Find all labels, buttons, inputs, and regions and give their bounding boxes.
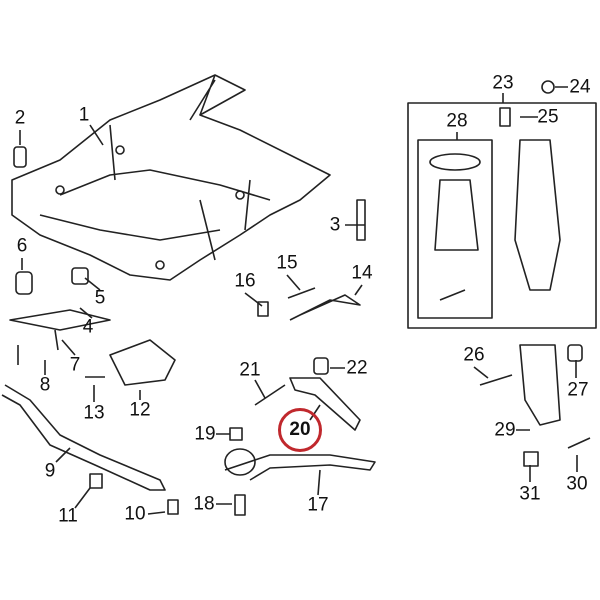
front-subframe [11, 74, 331, 281]
part-label-25: 25 [537, 106, 559, 128]
part-label-19: 19 [194, 423, 216, 445]
part-label-23: 23 [492, 72, 514, 94]
part-label-27: 27 [567, 379, 589, 401]
part-label-21: 21 [239, 359, 261, 381]
part-label-22: 22 [346, 357, 368, 379]
part-label-5: 5 [94, 287, 106, 309]
part-label-30: 30 [566, 473, 588, 495]
part-label-10: 10 [124, 503, 146, 525]
part-label-3: 3 [329, 214, 341, 236]
part-label-14: 14 [351, 262, 373, 284]
part-label-17: 17 [307, 494, 329, 516]
part-label-15: 15 [276, 252, 298, 274]
part-label-7: 7 [69, 354, 81, 376]
part-label-26: 26 [463, 344, 485, 366]
part-label-29: 29 [494, 419, 516, 441]
part-label-31: 31 [519, 483, 541, 505]
part-label-11: 11 [58, 505, 78, 527]
part-label-6: 6 [16, 235, 28, 257]
part-label-9: 9 [44, 460, 56, 482]
part-label-2: 2 [14, 107, 26, 129]
part-label-4: 4 [82, 316, 94, 338]
part-label-12: 12 [129, 399, 151, 421]
part-label-28: 28 [446, 110, 468, 132]
part-label-24: 24 [569, 76, 591, 98]
highlighted-part-20[interactable]: 20 [278, 408, 322, 452]
part-label-13: 13 [83, 402, 105, 424]
parts [1, 80, 597, 516]
part-label-18: 18 [193, 493, 215, 515]
leader-lines [19, 86, 578, 515]
part-label-8: 8 [39, 374, 51, 396]
part-label-16: 16 [234, 270, 256, 292]
part-label-1: 1 [78, 104, 90, 126]
